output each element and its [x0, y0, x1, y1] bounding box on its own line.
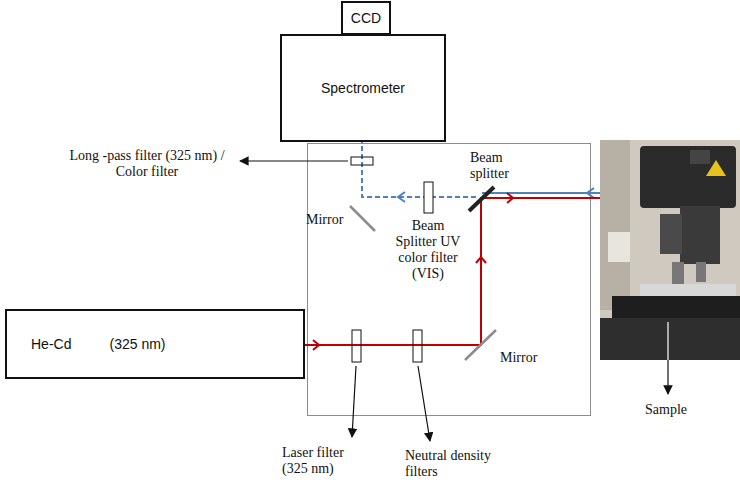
microscope-arm — [680, 206, 720, 264]
microscope-photo — [600, 140, 740, 360]
laser-head-part — [690, 150, 710, 164]
uv-color-filter — [424, 182, 433, 213]
photo-background — [600, 140, 740, 360]
splitter-label: Beam splitter — [470, 150, 526, 182]
signal-beam — [362, 141, 476, 197]
laser-beam — [305, 198, 600, 345]
collected-beam — [482, 192, 600, 194]
filter-label: Long -pass filter (325 nm) / Color filte… — [62, 148, 232, 180]
photo-wall — [600, 140, 630, 310]
node-text: (325 nm) — [109, 336, 165, 353]
beam-direction — [507, 193, 513, 203]
microscope-stage — [612, 296, 740, 318]
leader-arrow — [352, 366, 356, 437]
node-text: He-Cd — [31, 336, 71, 353]
neutral-density-filter — [413, 330, 422, 362]
node-text: CCD — [351, 10, 381, 27]
leader-line — [667, 322, 668, 394]
enclosure-frame — [308, 144, 591, 416]
laser-filter — [352, 330, 361, 362]
leader-arrow — [240, 160, 348, 161]
photo-sink — [608, 232, 630, 262]
mirror-label: Mirror — [500, 350, 550, 366]
leader-arrow — [667, 360, 668, 394]
beam-direction — [398, 192, 405, 202]
laser-box: He-Cd (325 nm) — [5, 309, 305, 379]
camera-box: CCD — [341, 1, 391, 35]
bench — [600, 318, 740, 360]
leader-arrow — [418, 366, 430, 441]
node-text: Spectrometer — [321, 80, 405, 97]
beam-splitter — [469, 187, 494, 211]
laser-head — [640, 146, 736, 208]
mirror — [350, 206, 375, 231]
long-pass-filter — [351, 157, 373, 165]
spectrometer-box: Spectrometer — [280, 34, 446, 142]
filter-label: Beam Splitter UV color filter (VIS) — [390, 218, 466, 282]
objective — [672, 262, 684, 284]
filter-label: Laser filter (325 nm) — [282, 445, 362, 477]
beam-direction — [313, 340, 319, 350]
filter-label: Neutral density filters — [405, 448, 505, 480]
focus-knob — [660, 214, 682, 254]
sample-label: Sample — [645, 402, 705, 418]
mirror — [465, 330, 496, 360]
mirror-label: Mirror — [306, 212, 350, 228]
beam-direction — [476, 257, 486, 263]
objective — [696, 262, 706, 282]
beam-direction — [587, 188, 594, 198]
sample-slide — [640, 284, 736, 296]
